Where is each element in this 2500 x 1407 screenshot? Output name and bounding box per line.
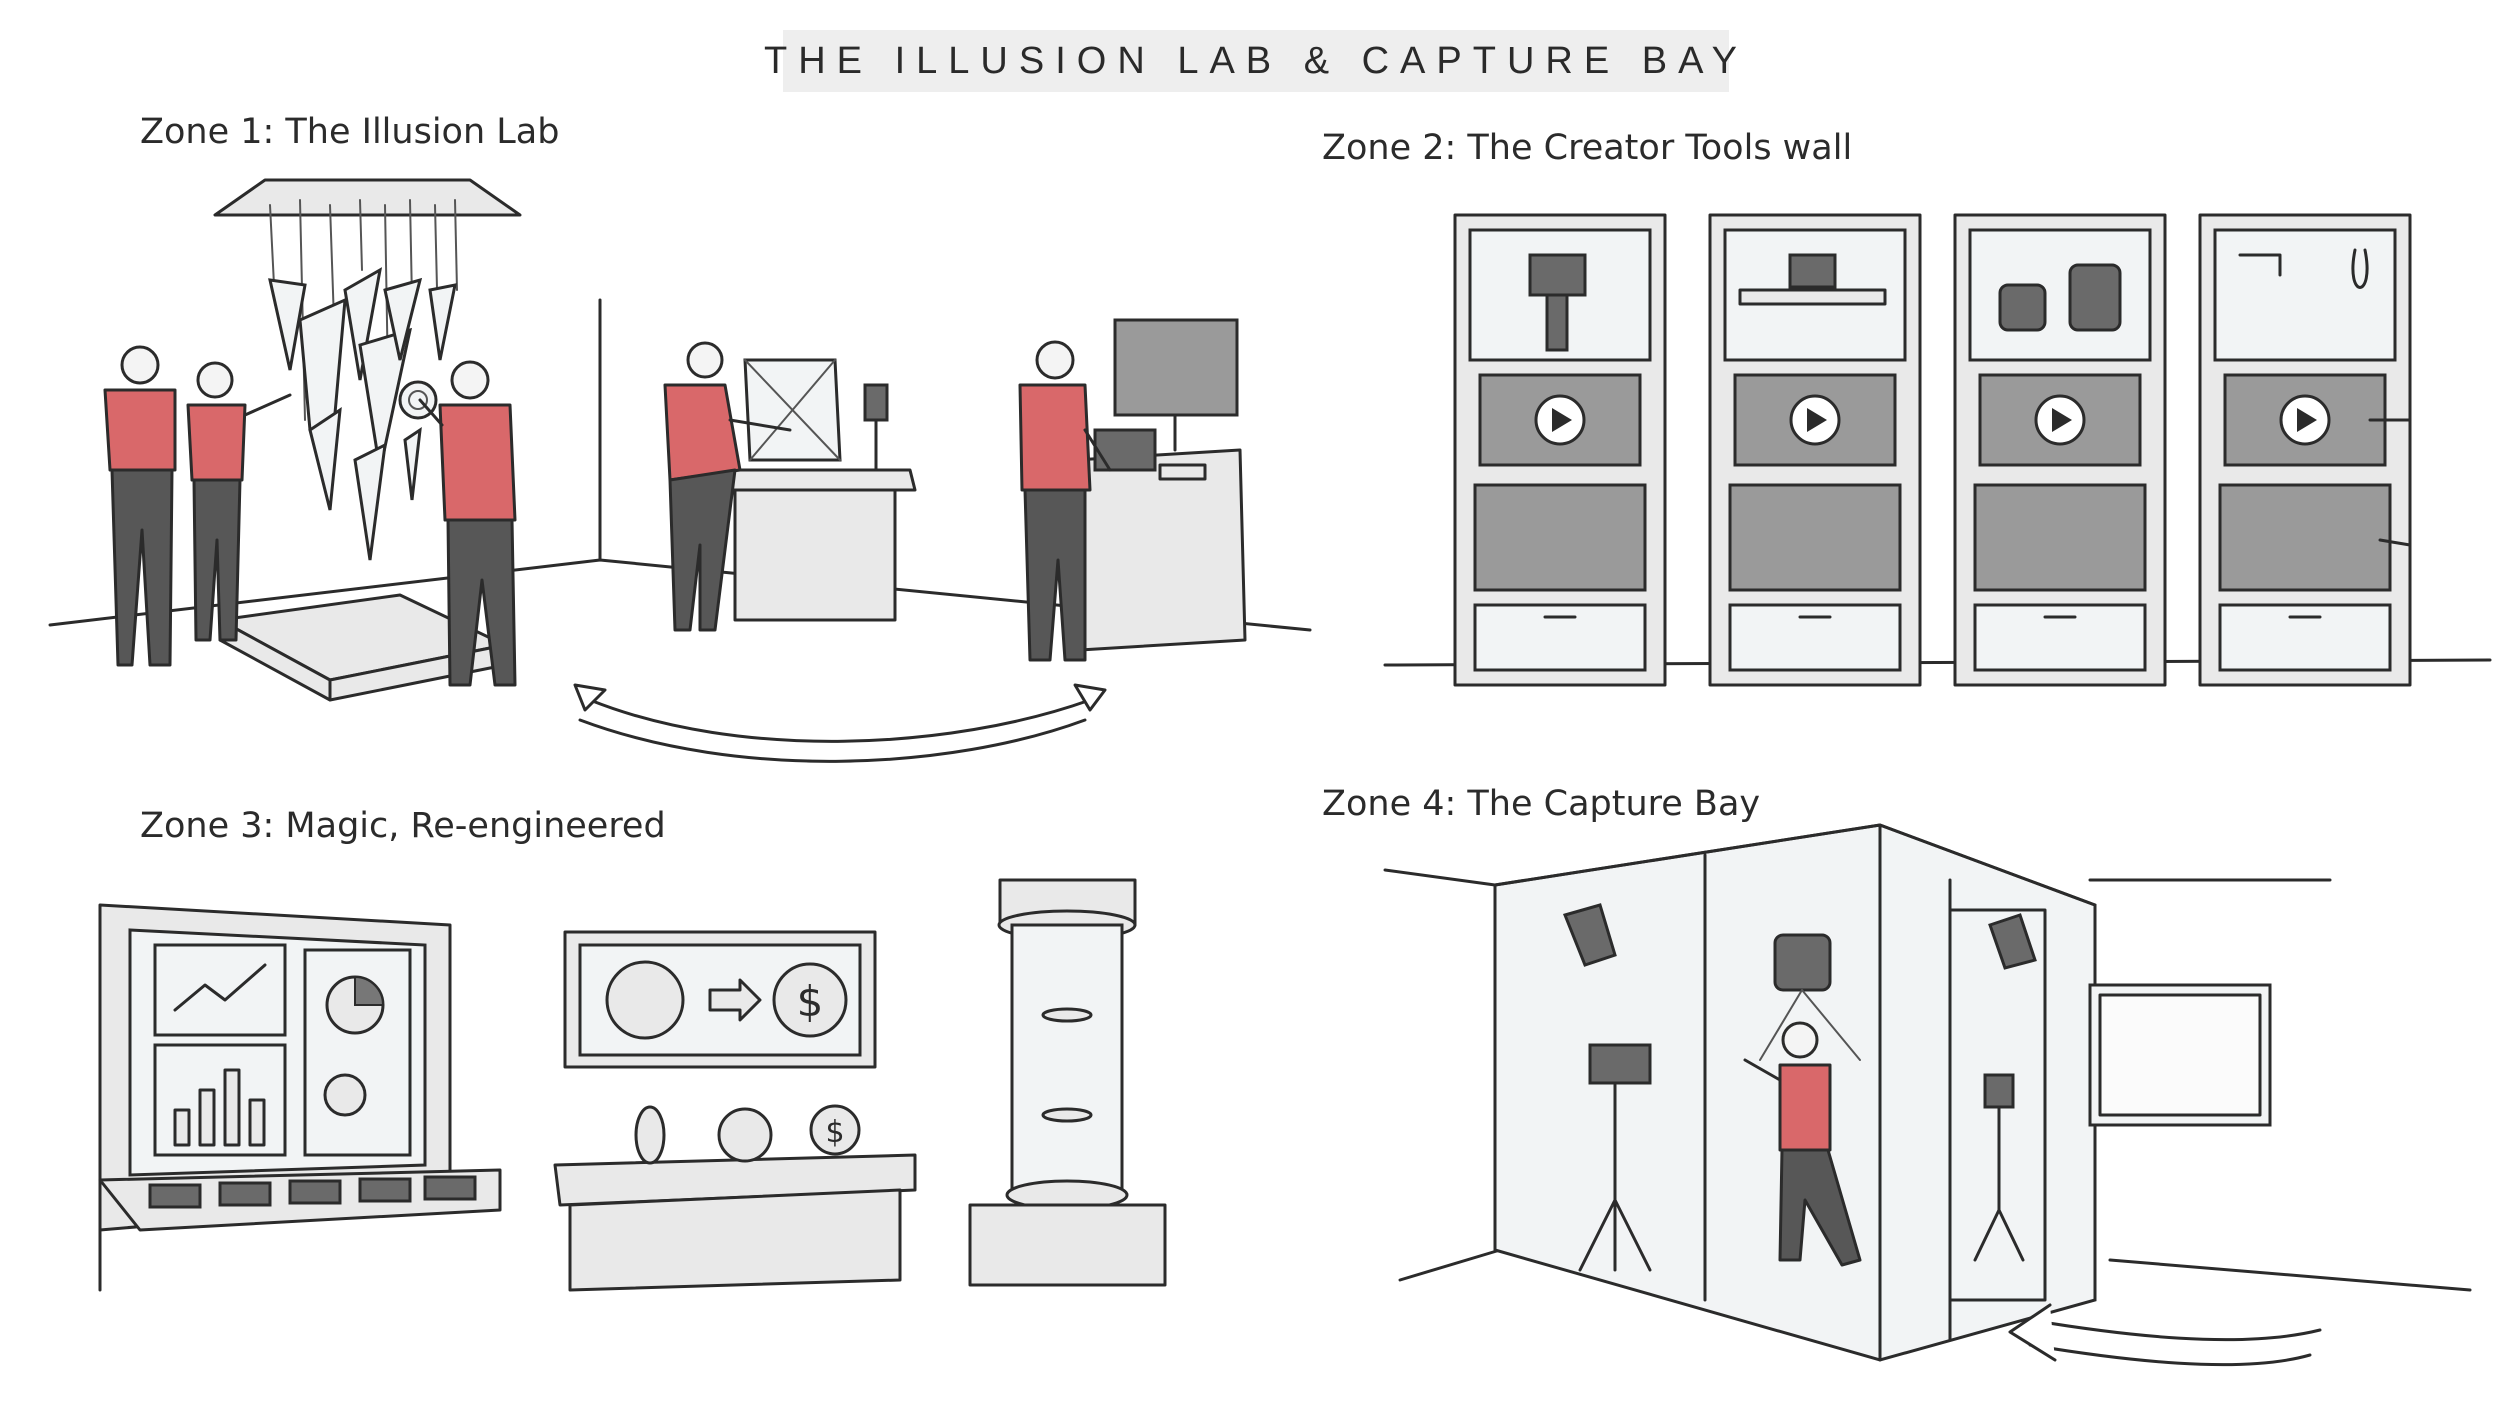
visitor-hologram <box>663 341 792 632</box>
camera-kiosk <box>1073 318 1247 652</box>
ceiling-rig <box>213 178 522 217</box>
hologram-pedestal <box>713 358 917 622</box>
zone-4-label: Zone 4: The Capture Bay <box>1322 784 1761 824</box>
flow-arrow-icon <box>588 698 1092 743</box>
arrow-right-icon <box>708 978 762 1022</box>
phone-tripod <box>1973 1073 2025 1262</box>
levitation-tube <box>968 878 1167 1287</box>
tool-cabinet-camera <box>1453 213 1667 687</box>
play-icon <box>2297 408 2317 432</box>
presenter-figure <box>1743 1021 1862 1267</box>
zone-2-label: Zone 2: The Creator Tools wall <box>1322 128 1853 168</box>
video-camera-icon <box>1588 1043 1652 1085</box>
tool-cabinet-lenses <box>1953 213 2167 687</box>
line-chart-icon <box>173 963 267 1012</box>
play-icon <box>1552 408 1572 432</box>
camera-icon <box>1093 428 1157 472</box>
tool-cabinet-slider <box>1708 213 1922 687</box>
play-icon <box>2052 408 2072 432</box>
info-display-wall <box>98 903 502 1292</box>
zone-4-illustration <box>1383 823 2472 1367</box>
svg-text:$: $ <box>825 1115 844 1150</box>
zone-3-illustration: $ $ <box>98 878 1167 1292</box>
bar-chart-icon <box>173 1068 266 1147</box>
coin-transform-panel: $ $ <box>553 930 917 1292</box>
svg-text:$: $ <box>797 977 824 1026</box>
spotlight-icon <box>1773 933 1832 992</box>
tool-cabinet-accessories <box>2198 213 2412 687</box>
play-icon <box>1807 408 1827 432</box>
dollar-icon <box>772 962 848 1038</box>
mirror-shards <box>268 267 457 561</box>
phone-icon <box>863 383 889 422</box>
zone-3-label: Zone 3: Magic, Re-engineered <box>140 806 666 846</box>
zone-1-label: Zone 1: The Illusion Lab <box>140 112 560 152</box>
flow-arrow-icon <box>2028 1318 2322 1342</box>
zone-2-illustration <box>1383 213 2492 687</box>
title-banner: THE ILLUSION LAB & CAPTURE BAY <box>764 30 1737 92</box>
camera-icon <box>1528 253 1587 297</box>
slider-rail-icon <box>1738 288 1887 306</box>
accessories-icon <box>2238 248 2369 289</box>
visitor-kiosk <box>1018 340 1112 662</box>
page-title: THE ILLUSION LAB & CAPTURE BAY <box>764 39 1748 82</box>
visitor-group-left <box>103 345 517 687</box>
zone-1-illustration <box>48 178 1312 763</box>
video-camera-tripod <box>1578 1043 1652 1272</box>
lens-icon <box>1998 283 2047 332</box>
light-icon <box>1562 903 1617 967</box>
